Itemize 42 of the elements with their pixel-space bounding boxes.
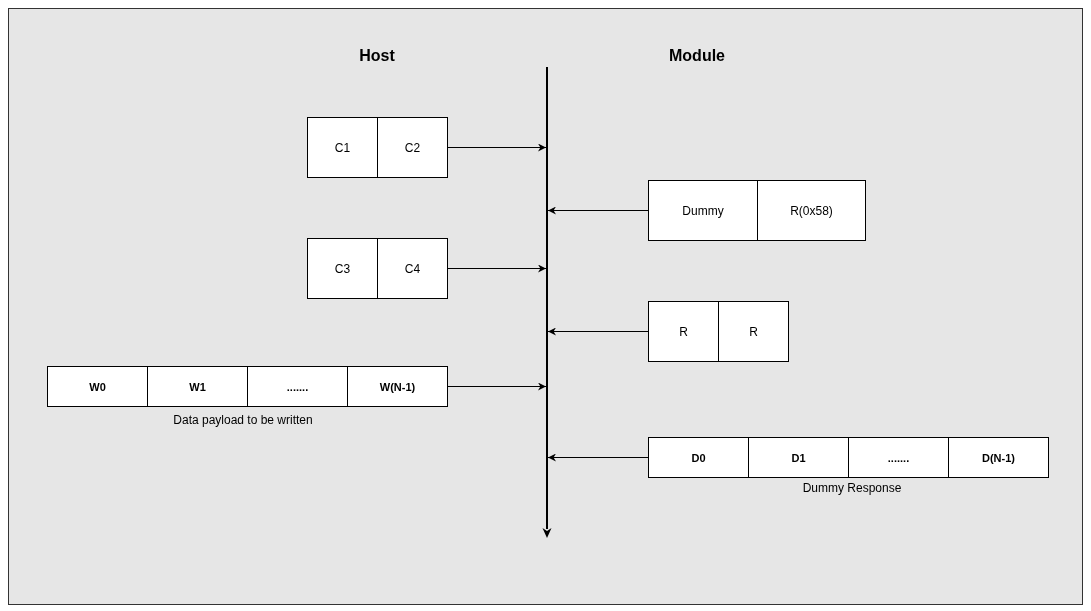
- cell-label: .......: [286, 380, 309, 393]
- cell-label: D0: [691, 451, 706, 464]
- cell-box: [247, 366, 348, 407]
- arrow: [547, 327, 649, 336]
- caption-text: Data payload to be written: [173, 413, 313, 427]
- cell-box: [377, 117, 448, 178]
- cell-label: C4: [404, 261, 421, 276]
- cell-label: W(N-1): [379, 380, 416, 393]
- column-heading: Module: [669, 47, 725, 65]
- cell-box: [307, 238, 378, 299]
- arrow: [447, 264, 547, 273]
- column-heading: Host: [359, 47, 395, 65]
- cell-box: [47, 366, 148, 407]
- cell-box: [347, 366, 448, 407]
- cell-label: D(N-1): [982, 451, 1015, 464]
- cell-label: D1: [791, 451, 806, 464]
- cell-box: [648, 180, 758, 241]
- arrow: [447, 143, 547, 152]
- cell-box: [648, 437, 749, 478]
- cell-box: [147, 366, 248, 407]
- arrow: [547, 206, 649, 215]
- cell-box: [718, 301, 789, 362]
- cell-box: [648, 301, 719, 362]
- cell-box: [848, 437, 949, 478]
- cell-box: [307, 117, 378, 178]
- cell-box: [748, 437, 849, 478]
- cell-box: [757, 180, 866, 241]
- arrow: [547, 453, 649, 462]
- cell-label: Dummy: [682, 203, 724, 218]
- cell-label: .......: [887, 451, 910, 464]
- arrow: [447, 382, 547, 391]
- cell-label: R(0x58): [790, 203, 833, 218]
- cell-label: W0: [89, 380, 106, 393]
- cell-label: W1: [189, 380, 206, 393]
- cell-box: [377, 238, 448, 299]
- caption-text: Dummy Response: [802, 481, 902, 495]
- cell-label: R: [749, 324, 758, 339]
- cell-label: R: [679, 324, 688, 339]
- cell-label: C2: [404, 140, 421, 155]
- cell-label: C3: [334, 261, 351, 276]
- cell-label: C1: [334, 140, 351, 155]
- cell-box: [948, 437, 1049, 478]
